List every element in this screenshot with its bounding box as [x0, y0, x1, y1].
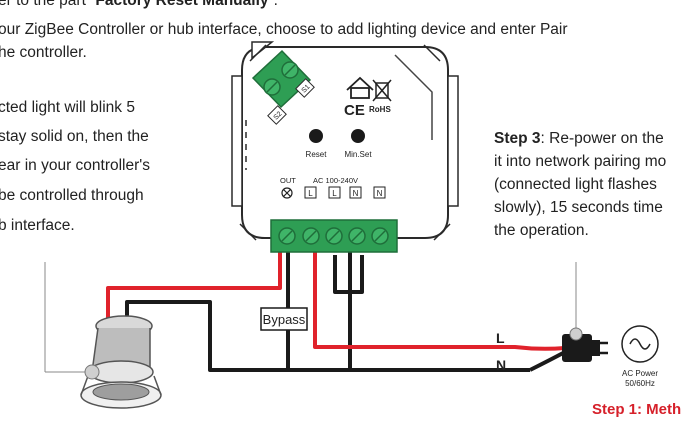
- left-text-line-1: cted light will blink 5: [0, 99, 135, 116]
- step3-heading: Step 3: Re-power on the: [494, 130, 664, 148]
- step3-line-4: slowly), 15 seconds time: [494, 199, 663, 216]
- terminal-labels: L L N N: [304, 186, 386, 199]
- s1-label-box: [295, 78, 315, 98]
- weee-bin-icon: [372, 79, 392, 102]
- step1-label: Step 1: Meth: [592, 401, 682, 418]
- intro-line-0: er to the part “Factory Reset Manually”.: [0, 0, 278, 10]
- left-text-line-2: stay solid on, then the: [0, 128, 149, 145]
- intro-line-0-suffix: ”.: [268, 0, 278, 9]
- intro-line-1: our ZigBee Controller or hub interface, …: [0, 21, 568, 38]
- out-label: OUT: [280, 176, 296, 185]
- s1-label: S1: [301, 83, 312, 94]
- ac-power-label: AC Power: [622, 369, 658, 378]
- power-plug-icon: [562, 327, 608, 362]
- downlight-icon: [80, 315, 162, 409]
- left-text-line-5: b interface.: [0, 217, 75, 234]
- dimmer-module: S1 S2 CE RoHS Reset Min.Set OUT AC 100-2…: [231, 41, 459, 253]
- min-set-button-dot: [351, 129, 365, 143]
- black-wire-short-loop: [333, 255, 364, 294]
- intro-line-0-prefix: er to the part “: [0, 0, 96, 9]
- step3-line-3: (connected light flashes: [494, 176, 657, 193]
- switch-terminal-block: [251, 49, 312, 109]
- black-wire-neutral-to-plug: [529, 350, 566, 372]
- bypass-box: [260, 307, 308, 331]
- s-terminal-body: [251, 49, 312, 109]
- ac-source-icon: [621, 325, 659, 363]
- black-wire-bulb-loop: [125, 250, 290, 372]
- ac-frequency-label: 50/60Hz: [625, 379, 655, 388]
- s2-label: S2: [273, 110, 284, 121]
- red-wire-line-in: [313, 250, 566, 351]
- terminal-label-n1: N: [353, 189, 359, 198]
- ac-range-label: AC 100-240V: [313, 176, 358, 185]
- black-wires: [125, 250, 566, 372]
- module-left-ear: [231, 75, 243, 207]
- step3-line-5: the operation.: [494, 222, 589, 239]
- main-terminal-block: [270, 219, 398, 253]
- neutral-label: N: [496, 357, 506, 373]
- min-set-label: Min.Set: [344, 150, 372, 159]
- house-icon: [346, 76, 374, 99]
- s2-label-box: [267, 105, 287, 125]
- left-text-line-4: be controlled through: [0, 187, 144, 204]
- left-text-line-3: ear in your controller's: [0, 157, 150, 174]
- line-label: L: [496, 330, 505, 346]
- ce-mark: CE: [344, 102, 365, 119]
- step3-rest: : Re-power on the: [540, 130, 664, 147]
- intro-line-0-bold: Factory Reset Manually: [95, 0, 269, 9]
- terminal-label-l2: L: [332, 189, 337, 198]
- step3-label: Step 3: [494, 130, 541, 147]
- module-right-ear: [447, 75, 459, 207]
- terminal-label-n2: N: [377, 189, 383, 198]
- plug-body: [562, 334, 592, 362]
- out-symbol-icon: [281, 187, 293, 199]
- step3-line-2: it into network pairing mo: [494, 153, 667, 170]
- red-wires: [106, 250, 566, 351]
- reset-button-dot: [309, 129, 323, 143]
- terminal-label-l1: L: [308, 189, 313, 198]
- antenna-line: [394, 54, 433, 140]
- reset-label: Reset: [306, 150, 328, 159]
- rohs-mark: RoHS: [369, 105, 391, 114]
- bypass-label: Bypass: [263, 312, 306, 327]
- red-wire-out-to-bulb: [106, 250, 282, 318]
- intro-line-2: he controller.: [0, 44, 87, 61]
